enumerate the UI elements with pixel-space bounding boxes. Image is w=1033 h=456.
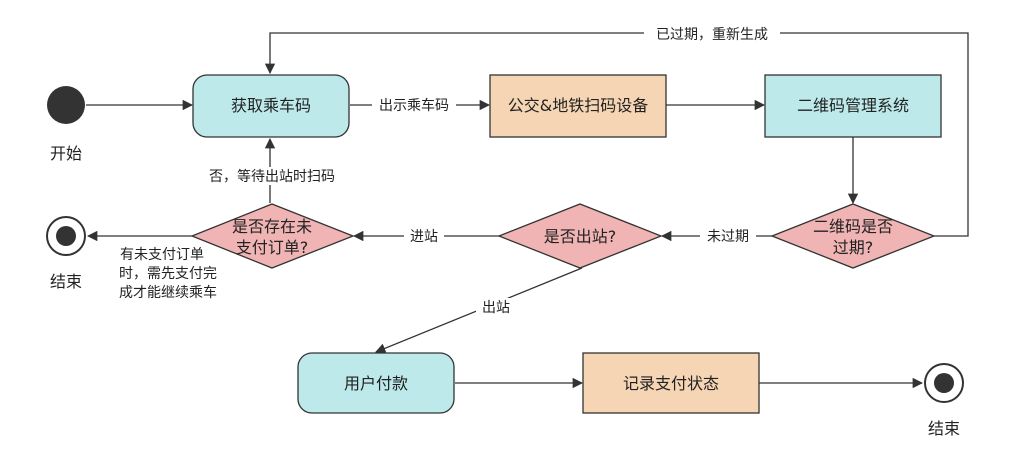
edge-label-not-expired: 未过期 [707,229,749,245]
edge-label-bg [476,298,516,316]
node-record-status [582,352,760,414]
start-label: 开始 [50,144,82,163]
node-qr-system-label: 二维码管理系统 [797,96,909,115]
edge-label-bg [700,227,756,245]
edge-label-bg [372,96,456,114]
edge-label-unpaid-note: 有未支付订单 时，需先支付完 成才能继续乘车 [108,243,228,303]
node-expired-decision [770,203,936,269]
unpaid-note-line-3: 成才能继续乘车 [119,284,217,301]
edge-label-exit: 出站 [482,300,510,316]
edge-label-bg [196,167,348,185]
edges: 出示乘车码 已过期，重新生成 未过期 进站 否，等待出站时扫码 有未支付订单 时… [86,25,969,389]
node-exit-decision [497,203,663,269]
edge-label-bg [108,243,228,303]
unpaid-note-line-2: 时，需先支付完 [119,266,217,282]
edge-expired-regenerate [264,32,969,237]
unpaid-note-line-1: 有未支付订单 [120,247,204,263]
node-scan-device [489,74,667,138]
edge-label-bg [404,227,444,245]
edge-label-show-code: 出示乘车码 [379,97,449,114]
node-expired-line-1: 二维码是否 [813,217,893,236]
node-get-code-label: 获取乘车码 [231,96,311,115]
node-scan-device-label: 公交&地铁扫码设备 [508,96,648,115]
edge-label-bg [644,25,780,43]
start-node [47,86,85,124]
node-qr-system [764,74,942,138]
edge-label-enter: 进站 [410,229,438,245]
end-node-left-core [56,226,76,246]
node-user-pay-label: 用户付款 [344,374,408,393]
end-label-right: 结束 [928,419,960,438]
node-unpaid-decision [190,203,355,269]
node-unpaid-line-1: 是否存在未 [232,217,312,236]
edge-label-expired-regenerate: 已过期，重新生成 [656,27,768,43]
node-exit-label: 是否出站? [544,227,617,246]
edge-label-wait-scan: 否，等待出站时扫码 [209,168,335,185]
node-record-status-label: 记录支付状态 [623,374,719,393]
node-get-code [192,74,350,138]
end-label-left: 结束 [50,272,82,291]
end-node-right-core [934,373,954,393]
node-user-pay [297,352,455,414]
node-expired-line-2: 过期? [833,238,874,257]
node-unpaid-line-2: 支付订单? [236,238,309,257]
